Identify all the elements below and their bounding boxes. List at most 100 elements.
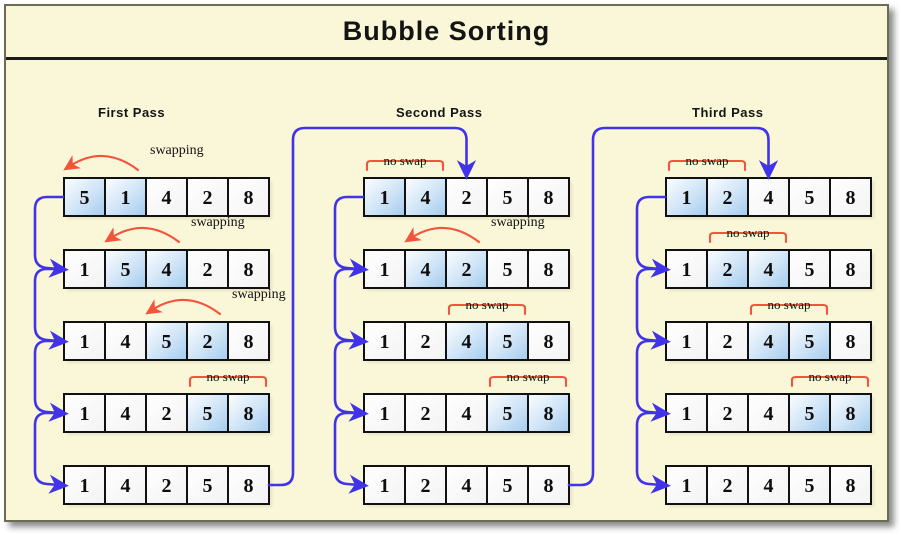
step-connector — [33, 411, 69, 494]
cell-value: 2 — [421, 331, 431, 353]
cell-value: 4 — [764, 331, 774, 353]
array-cell — [665, 465, 708, 505]
cell-value: 1 — [682, 187, 692, 209]
cell-value: 8 — [244, 403, 254, 425]
cell-value: 1 — [380, 475, 390, 497]
array-cell — [445, 393, 488, 433]
array-cell-highlighted — [788, 393, 831, 433]
cell-value: 2 — [462, 187, 472, 209]
no-swap-bracket — [667, 159, 747, 172]
swapping-arrow — [145, 298, 222, 316]
step-connector — [635, 195, 671, 278]
step-connector — [635, 339, 671, 422]
cell-value: 2 — [203, 187, 213, 209]
cell-value: 1 — [380, 403, 390, 425]
step-connector — [33, 195, 69, 278]
title-bar: Bubble Sorting — [6, 6, 887, 60]
array-cell — [788, 177, 831, 217]
cell-value: 2 — [723, 259, 733, 281]
array-cell — [404, 321, 447, 361]
cell-value: 5 — [80, 187, 90, 209]
no-swap-label: no swap — [727, 225, 770, 240]
cell-value: 8 — [544, 475, 554, 497]
array-cell — [227, 465, 270, 505]
cell-value: 4 — [462, 475, 472, 497]
cell-value: 4 — [764, 475, 774, 497]
cell-value: 1 — [121, 187, 131, 209]
cell-value: 8 — [244, 331, 254, 353]
array-cell-highlighted — [404, 249, 447, 289]
swapping-arrow — [104, 226, 181, 244]
array-row: 1 2 4 5 8 — [665, 465, 872, 505]
array-cell — [706, 321, 749, 361]
cell-value: 5 — [805, 187, 815, 209]
step-connector — [333, 195, 369, 278]
cell-value: 2 — [723, 403, 733, 425]
cell-value: 8 — [244, 187, 254, 209]
cell-value: 8 — [244, 475, 254, 497]
cell-value: 5 — [805, 403, 815, 425]
cell-value: 5 — [503, 187, 513, 209]
array-cell — [186, 249, 229, 289]
cell-value: 4 — [764, 259, 774, 281]
cell-value: 8 — [846, 259, 856, 281]
cell-value: 1 — [682, 403, 692, 425]
pass-connector — [267, 126, 477, 487]
array-cell — [747, 177, 790, 217]
swapping-label: swapping — [491, 215, 545, 230]
swapping-label: swapping — [191, 215, 245, 230]
cell-value: 1 — [380, 259, 390, 281]
no-swap-bracket — [365, 159, 445, 172]
no-swap-bracket — [708, 231, 788, 244]
cell-value: 8 — [544, 331, 554, 353]
cell-value: 4 — [121, 475, 131, 497]
array-cell — [665, 249, 708, 289]
cell-value: 8 — [846, 475, 856, 497]
no-swap-label: no swap — [686, 153, 729, 168]
cell-value: 5 — [121, 259, 131, 281]
cell-value: 2 — [203, 331, 213, 353]
step-connector — [333, 411, 369, 494]
page-title: Bubble Sorting — [342, 16, 551, 46]
cell-value: 5 — [805, 259, 815, 281]
cell-value: 2 — [162, 475, 172, 497]
swapping-arrow — [63, 154, 140, 172]
cell-value: 1 — [80, 259, 90, 281]
array-cell-highlighted — [104, 177, 147, 217]
cell-value: 2 — [723, 187, 733, 209]
array-cell-highlighted — [747, 249, 790, 289]
cell-value: 5 — [203, 403, 213, 425]
cell-value: 5 — [203, 475, 213, 497]
step-connector — [333, 339, 369, 422]
cell-value: 2 — [462, 259, 472, 281]
cell-value: 1 — [80, 475, 90, 497]
array-cell — [186, 465, 229, 505]
cell-value: 5 — [805, 475, 815, 497]
cell-value: 5 — [503, 259, 513, 281]
array-cell-highlighted — [186, 393, 229, 433]
cell-value: 2 — [723, 475, 733, 497]
array-row: 1 4 2 5 8 — [63, 465, 270, 505]
array-cell — [104, 465, 147, 505]
array-cell — [527, 249, 570, 289]
cell-value: 8 — [544, 403, 554, 425]
cell-value: 5 — [805, 331, 815, 353]
no-swap-bracket — [447, 303, 527, 316]
cell-value: 4 — [121, 331, 131, 353]
cell-value: 1 — [380, 331, 390, 353]
no-swap-label: no swap — [207, 369, 250, 384]
cell-value: 5 — [503, 403, 513, 425]
cell-value: 4 — [764, 403, 774, 425]
cell-value: 4 — [462, 403, 472, 425]
cell-value: 1 — [682, 475, 692, 497]
cell-value: 5 — [162, 331, 172, 353]
array-cell — [363, 249, 406, 289]
